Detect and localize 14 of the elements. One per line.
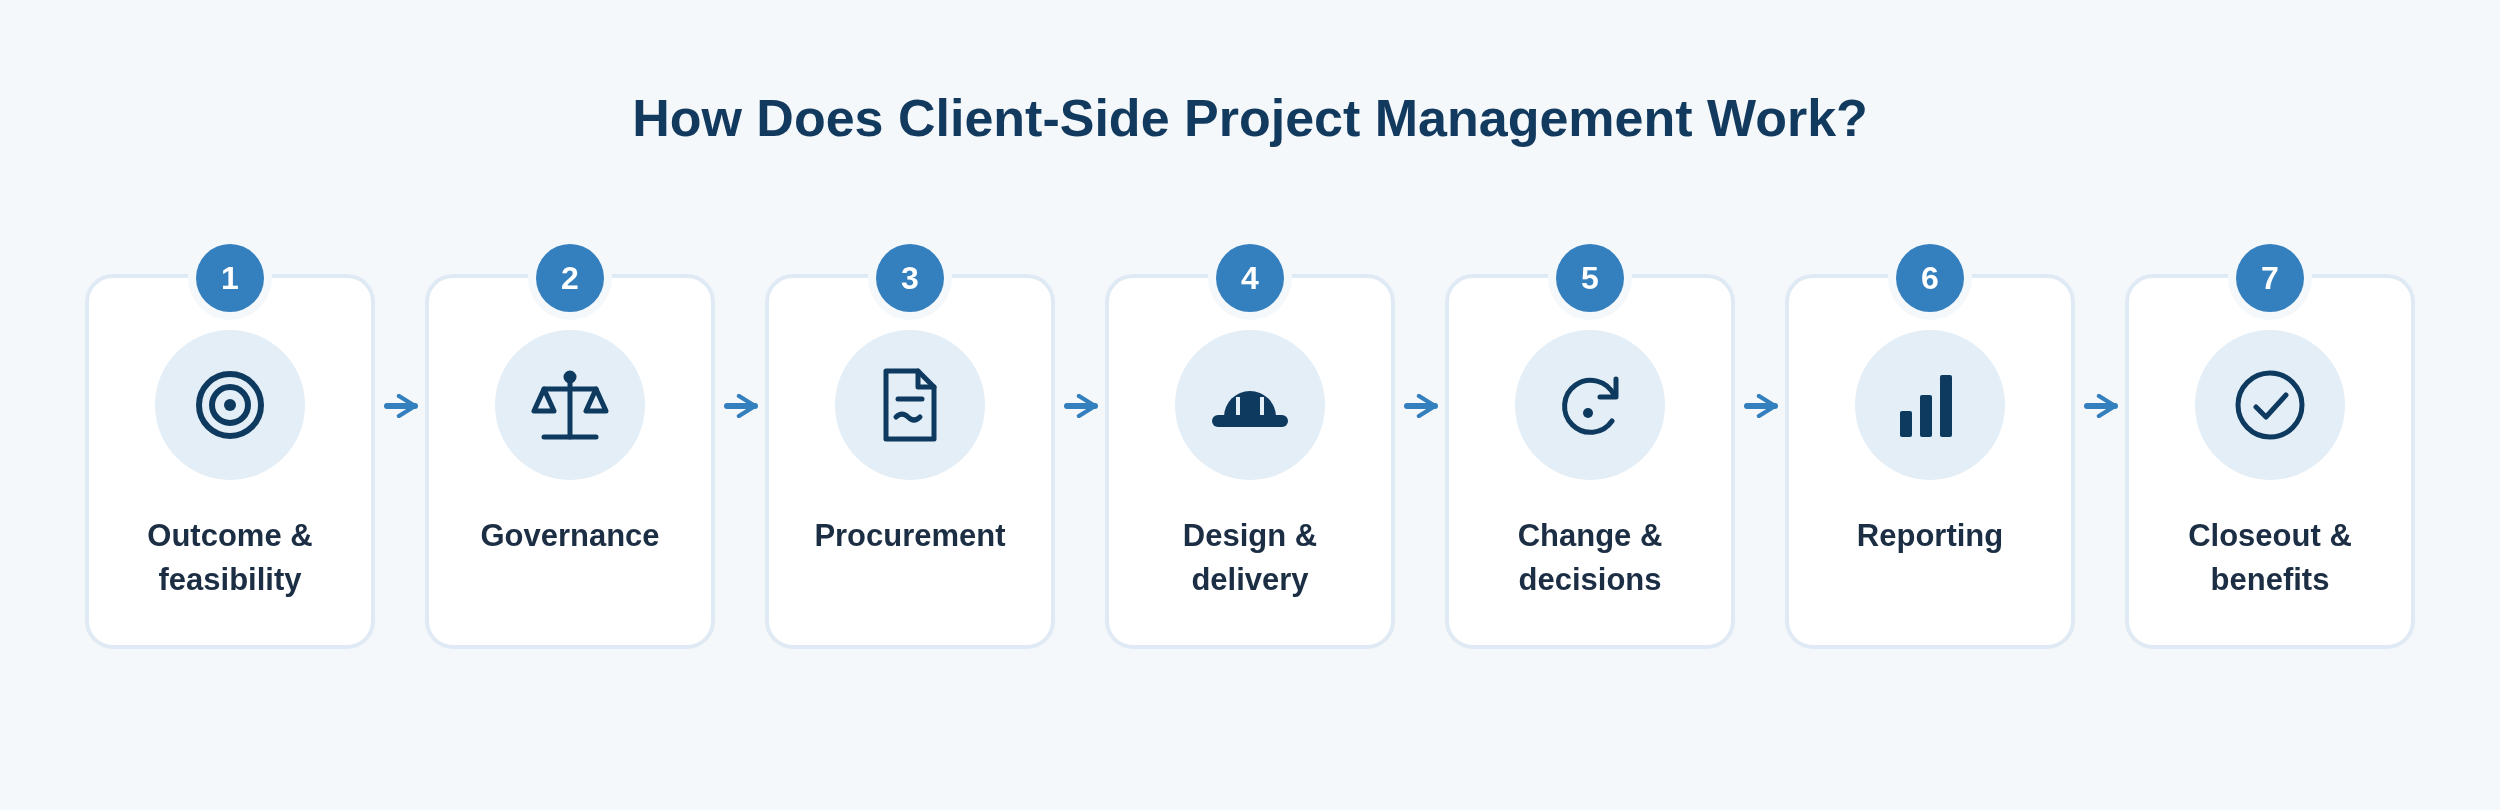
arrow <box>724 393 758 419</box>
arrow <box>1064 393 1098 419</box>
arrow <box>384 393 418 419</box>
arrow <box>1744 393 1778 419</box>
step-label: Change & decisions <box>1516 517 1664 599</box>
arrow <box>1404 393 1438 419</box>
step-label: Closeout & benefits <box>2187 517 2353 599</box>
arrow <box>2084 393 2118 419</box>
step-label: Reporting <box>1855 517 2005 555</box>
diagram-title: How Does Client-Side Project Management Work? <box>631 88 1869 148</box>
step-label: Governance <box>479 517 661 555</box>
step-label: Procurement <box>813 517 1007 555</box>
step-label: Outcome & feasibility <box>146 517 314 599</box>
step-label: Design & delivery <box>1181 517 1319 599</box>
